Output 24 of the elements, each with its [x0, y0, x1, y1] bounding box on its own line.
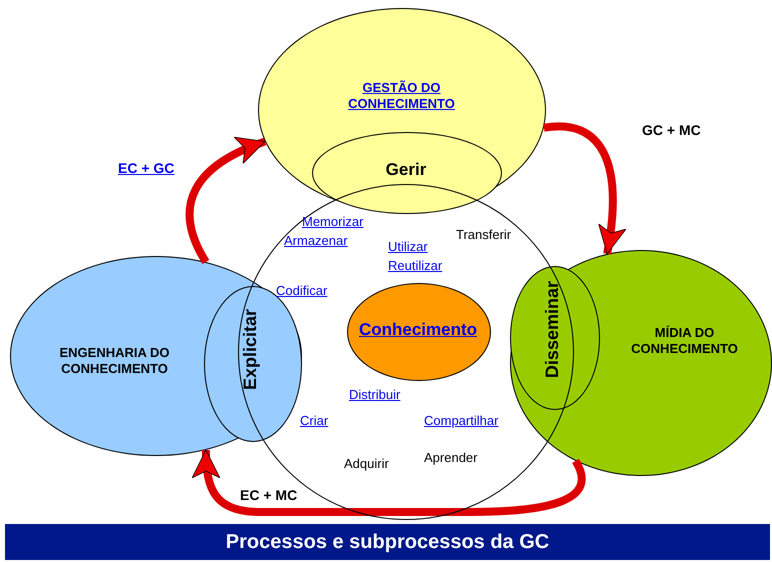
edge-label: EC + GC — [118, 160, 174, 176]
edge-label: EC + MC — [240, 487, 298, 503]
vertical-label: Explicitar — [239, 309, 261, 390]
process-label: Adquirir — [344, 456, 389, 471]
process-label: Transferir — [456, 227, 512, 242]
node-label: MÍDIA DO CONHECIMENTO — [630, 324, 739, 357]
process-link: Armazenar — [284, 233, 348, 248]
node-label: Gerir — [384, 159, 428, 180]
curved-arrow — [186, 138, 266, 264]
process-link: Criar — [300, 413, 328, 428]
process-link: Utilizar — [388, 239, 428, 254]
process-label: Aprender — [424, 450, 478, 465]
node-label: ENGENHARIA DO CONHECIMENTO — [58, 344, 171, 377]
edge-label: GC + MC — [642, 122, 701, 138]
curved-arrow — [543, 122, 626, 255]
process-link: Distribuir — [349, 387, 400, 402]
process-link: Compartilhar — [424, 413, 498, 428]
title-link: Conhecimento — [358, 319, 478, 340]
title-link: GESTÃO DO CONHECIMENTO — [347, 80, 456, 112]
vertical-label: Disseminar — [541, 281, 563, 378]
process-link: Memorizar — [302, 214, 364, 229]
process-link: Codificar — [276, 283, 328, 298]
process-link: Reutilizar — [388, 258, 442, 273]
caption-banner: Processos e subprocessos da GC — [5, 524, 770, 560]
